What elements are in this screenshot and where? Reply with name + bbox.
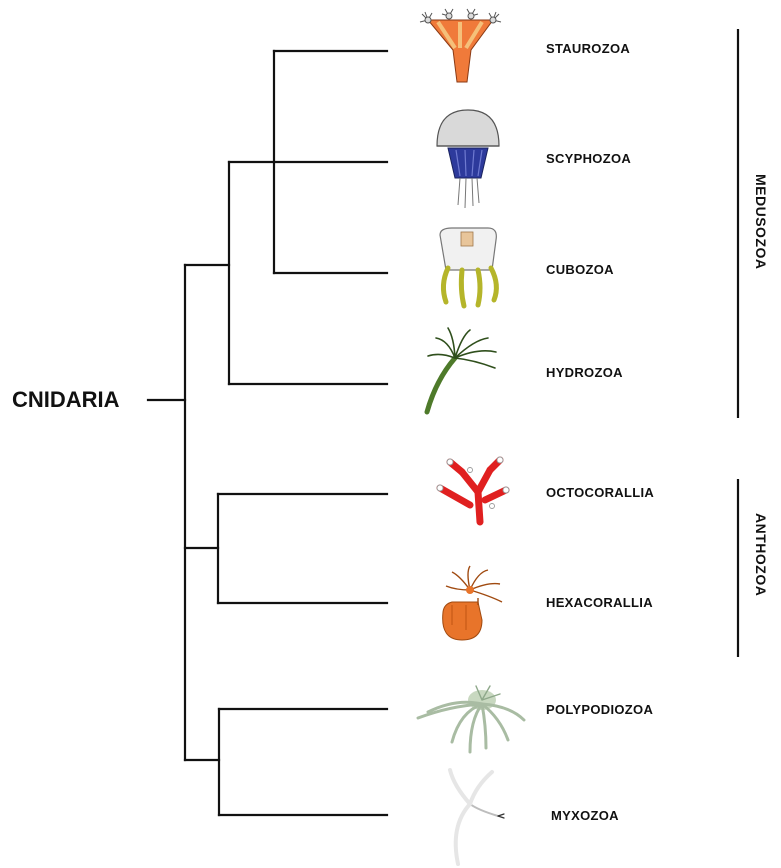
root-label: CNIDARIA [12,387,120,413]
taxon-label-staurozoa: STAUROZOA [546,41,630,56]
hydrozoa-icon [427,328,496,412]
taxon-label-cubozoa: CUBOZOA [546,262,614,277]
scyphozoa-icon [437,110,499,208]
taxon-label-scyphozoa: SCYPHOZOA [546,151,631,166]
taxon-label-hydrozoa: HYDROZOA [546,365,623,380]
taxon-label-polypodiozoa: POLYPODIOZOA [546,702,653,717]
taxon-label-octocorallia: OCTOCORALLIA [546,485,654,500]
myxozoa-icon [450,770,504,864]
staurozoa-icon [420,9,501,82]
taxon-label-hexacorallia: HEXACORALLIA [546,595,653,610]
polypodiozoa-icon [418,686,524,752]
tree-branches [148,51,387,815]
group-label-anthozoa: ANTHOZOA [753,513,769,596]
hexacorallia-icon [443,566,502,640]
taxon-label-myxozoa: MYXOZOA [551,808,619,823]
cubozoa-icon [440,228,496,306]
group-label-medusozoa: MEDUSOZOA [753,174,769,270]
octocorallia-icon [437,457,509,522]
